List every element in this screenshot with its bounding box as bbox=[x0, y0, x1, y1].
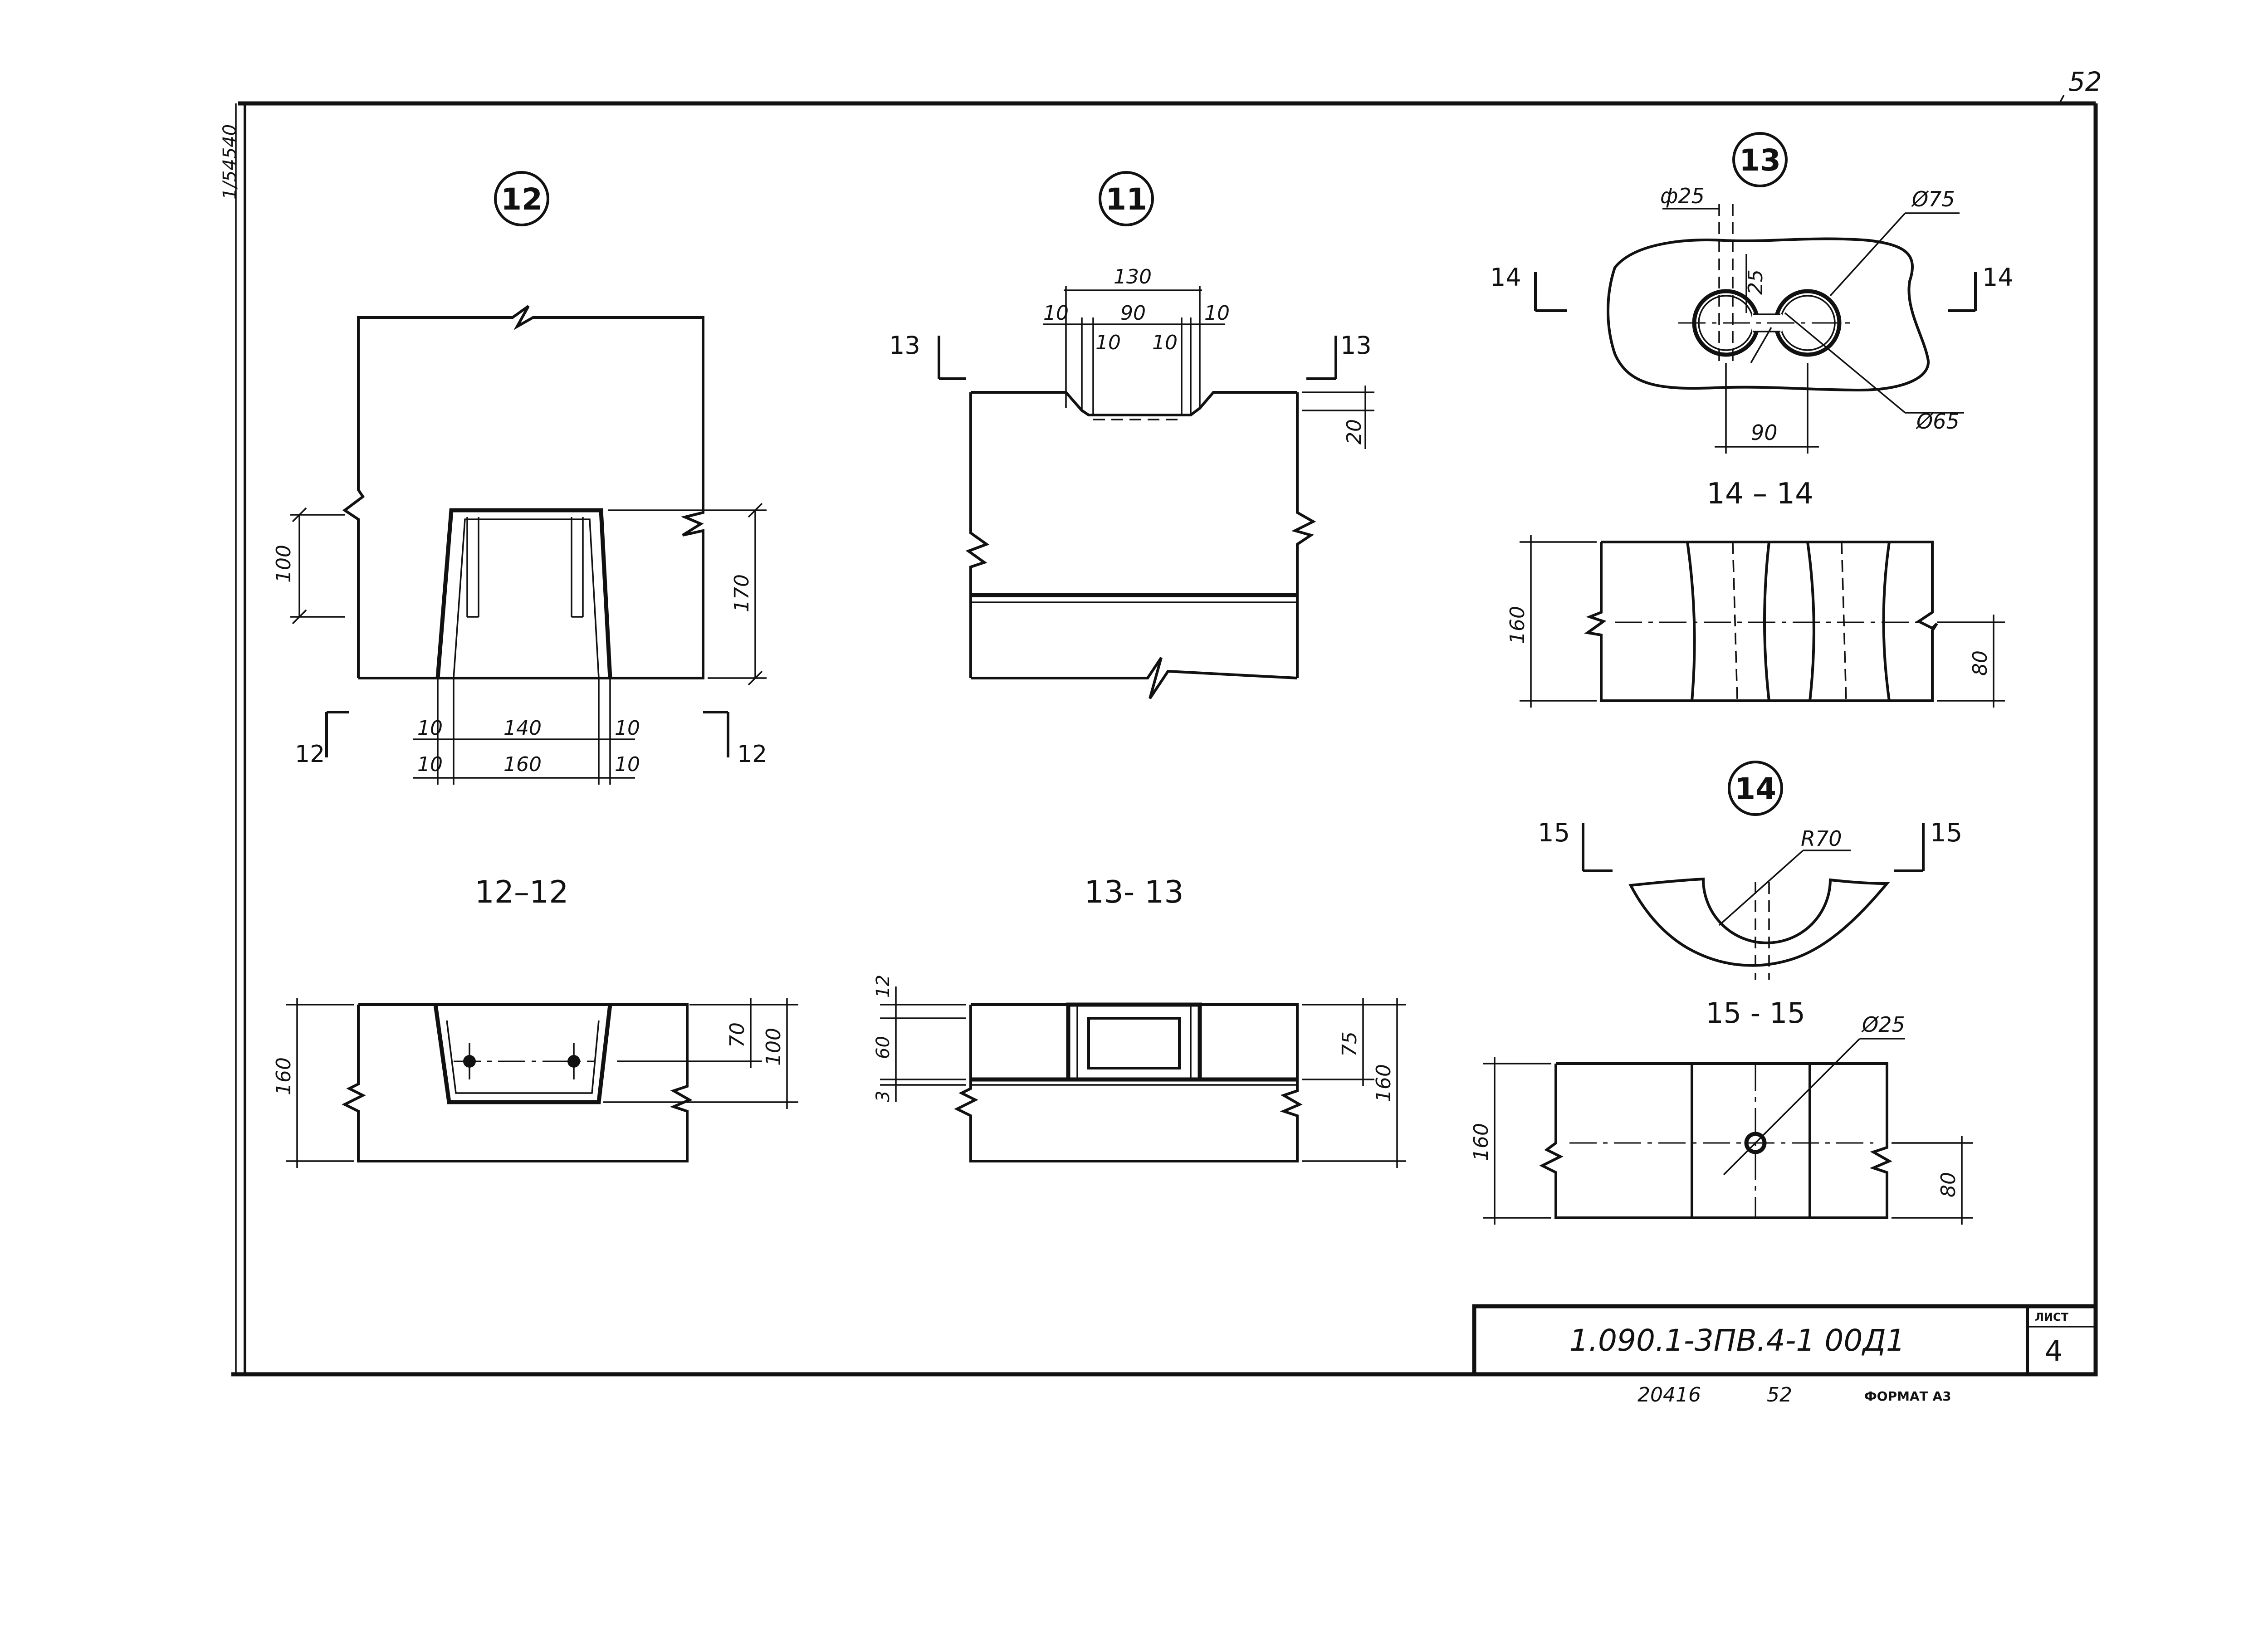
node-11-tag: 11 bbox=[1105, 182, 1147, 217]
margin-stamp: 1/54540 bbox=[220, 124, 240, 200]
section-14-view bbox=[1520, 535, 2005, 708]
section-12-view bbox=[286, 998, 798, 1168]
sheet-frame bbox=[231, 101, 2098, 1377]
page-number: 52 bbox=[2068, 66, 2102, 97]
designation: 1.090.1-3ПВ.4-1 00Д1 bbox=[1569, 1323, 1905, 1358]
n13-dim-d25: ф25 bbox=[1660, 184, 1705, 208]
n12-dim-170: 170 bbox=[730, 574, 753, 612]
node-14-tag: 14 bbox=[1735, 771, 1776, 806]
s13-dim-60: 60 bbox=[873, 1036, 894, 1059]
s13-dim-3: 3 bbox=[873, 1091, 894, 1102]
node-11-view bbox=[938, 171, 1374, 699]
inventory-page: 52 bbox=[1767, 1383, 1792, 1406]
n12-dim-b140: 140 bbox=[503, 717, 542, 740]
section-15-view bbox=[1483, 1038, 1973, 1225]
inventory-number: 20416 bbox=[1637, 1383, 1701, 1406]
s14-dim-160: 160 bbox=[1506, 606, 1529, 644]
n13-dim-90: 90 bbox=[1751, 420, 1778, 445]
s13-dim-75: 75 bbox=[1338, 1031, 1361, 1057]
n13-section-mark-left: 14 bbox=[1490, 263, 1521, 292]
s12-dim-70: 70 bbox=[726, 1022, 749, 1048]
n12-section-mark-left: 12 bbox=[295, 741, 325, 768]
n12-dim-b10b: 10 bbox=[615, 717, 640, 740]
section-15-title: 15 - 15 bbox=[1706, 996, 1805, 1030]
n12-dim-c10b: 10 bbox=[615, 753, 640, 776]
n14-section-mark-right: 15 bbox=[1930, 818, 1962, 848]
n11-section-mark-left: 13 bbox=[889, 331, 920, 360]
node-13-tag: 13 bbox=[1739, 143, 1781, 178]
node-14-tag-circle bbox=[1728, 761, 1783, 816]
node-12-view: 12 bbox=[290, 171, 767, 785]
title-block bbox=[1472, 1304, 2098, 1377]
n12-dim-100: 100 bbox=[272, 545, 295, 583]
n11-dim-i10a: 10 bbox=[1095, 331, 1121, 354]
node-14-view bbox=[1582, 761, 1925, 980]
s14-dim-80: 80 bbox=[1969, 650, 1992, 676]
n13-section-mark-right: 14 bbox=[1982, 263, 2014, 292]
format-label: ФОРМАТ А3 bbox=[1864, 1389, 1951, 1404]
n13-dim-d75: Ø75 bbox=[1911, 187, 1955, 211]
n11-dim-90: 90 bbox=[1120, 302, 1146, 325]
n14-section-mark-left: 15 bbox=[1538, 818, 1570, 848]
s15-hole bbox=[1744, 1132, 1767, 1154]
n11-dim-i10b: 10 bbox=[1152, 331, 1178, 354]
s15-dim-160: 160 bbox=[1470, 1123, 1493, 1161]
n14-dim-r70: R70 bbox=[1801, 826, 1842, 851]
n12-section-mark-right: 12 bbox=[737, 741, 767, 768]
s15-dim-d25: Ø25 bbox=[1861, 1012, 1905, 1037]
n12-dim-c160: 160 bbox=[503, 753, 542, 776]
n12-dim-b10a: 10 bbox=[417, 717, 443, 740]
n11-dim-130: 130 bbox=[1114, 265, 1152, 288]
section-14-title: 14 – 14 bbox=[1706, 477, 1813, 511]
n11-dim-20: 20 bbox=[1343, 419, 1366, 444]
n11-dim-t10b: 10 bbox=[1204, 302, 1230, 325]
s15-dim-80: 80 bbox=[1937, 1172, 1960, 1197]
s13-dim-160: 160 bbox=[1372, 1064, 1395, 1102]
n11-dim-t10a: 10 bbox=[1043, 302, 1069, 325]
n12-dim-c10a: 10 bbox=[417, 753, 443, 776]
section-12-title: 12–12 bbox=[474, 874, 568, 910]
sheet-caption: ЛИСТ bbox=[2035, 1311, 2069, 1323]
s12-dim-100: 100 bbox=[762, 1028, 785, 1066]
section-13-title: 13- 13 bbox=[1084, 874, 1183, 910]
node-12-tag-circle bbox=[494, 171, 549, 226]
n13-dim-25: 25 bbox=[1744, 269, 1767, 295]
n13-dim-d65: Ø65 bbox=[1916, 409, 1960, 434]
node-11-tag-circle bbox=[1099, 171, 1154, 226]
s12-dim-160: 160 bbox=[272, 1057, 295, 1095]
sheet-number: 4 bbox=[2045, 1334, 2063, 1367]
section-13-view bbox=[880, 986, 1406, 1168]
n11-section-mark-right: 13 bbox=[1340, 331, 1372, 360]
node-13-view bbox=[1534, 132, 1977, 454]
s13-dim-12: 12 bbox=[873, 975, 894, 998]
node-12-tag: 12 bbox=[501, 182, 543, 217]
node-13-tag-circle bbox=[1732, 132, 1788, 187]
